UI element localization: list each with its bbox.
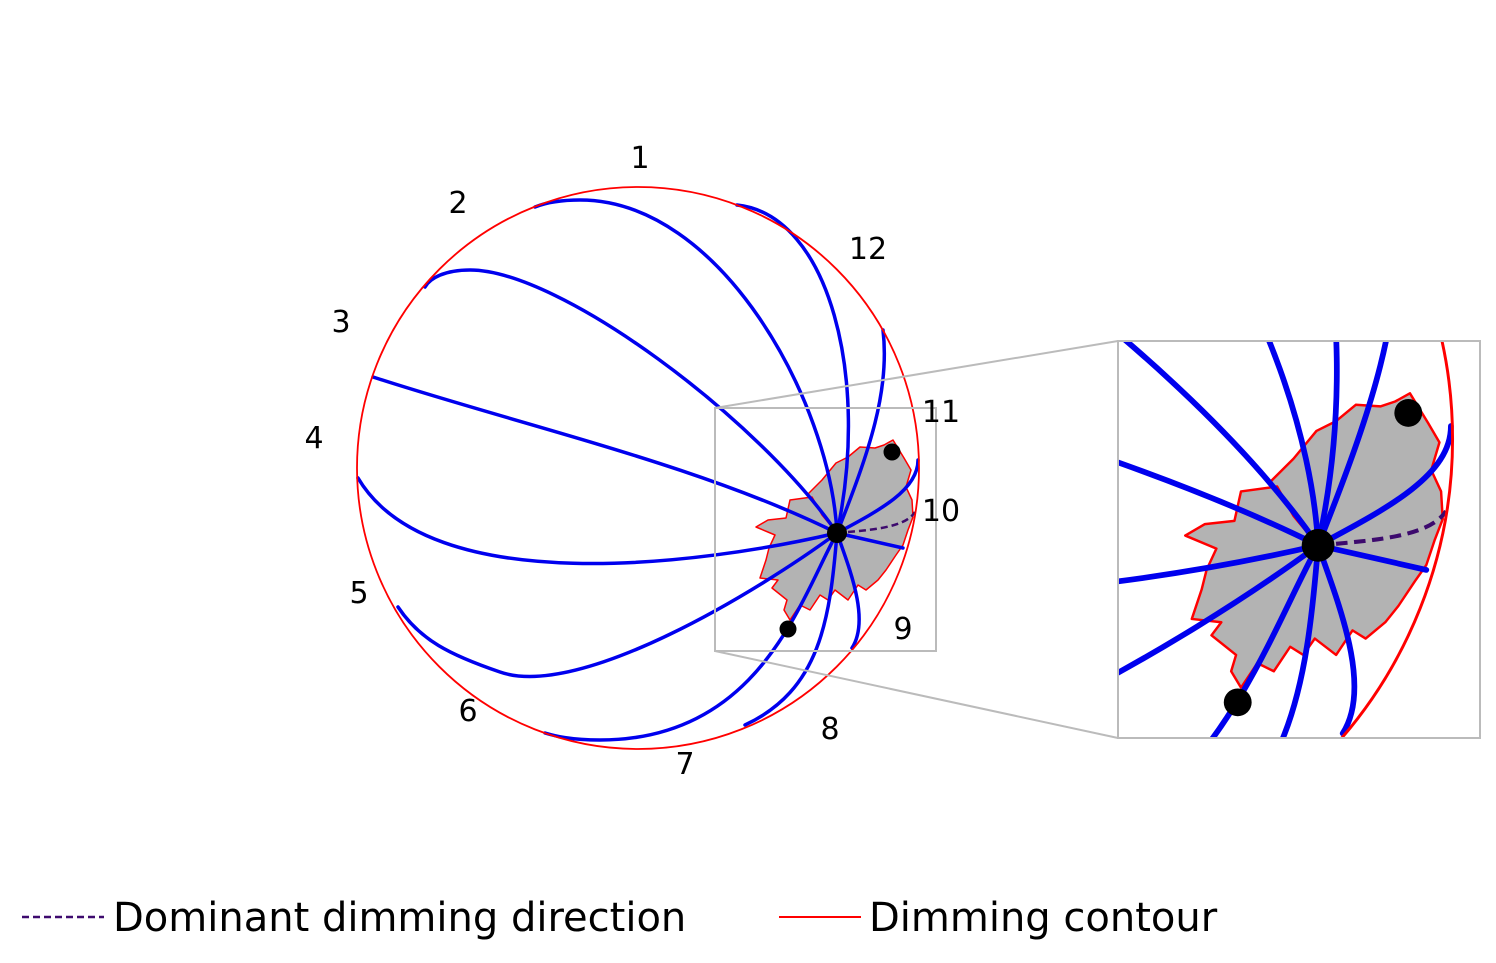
legend: Dominant dimming direction Dimming conto… bbox=[22, 895, 1218, 941]
solar-disk bbox=[355, 185, 921, 751]
sector-labels: 1 2 3 4 5 6 7 8 9 10 11 12 bbox=[304, 141, 960, 782]
sector-label-5: 5 bbox=[349, 576, 368, 611]
inset-zoom bbox=[1118, 341, 1480, 738]
sector-label-11: 11 bbox=[922, 395, 960, 430]
sector-label-8: 8 bbox=[820, 712, 839, 747]
zoom-region-box bbox=[714, 407, 937, 652]
zoom-connector-bottom bbox=[714, 650, 1119, 739]
sector-label-2: 2 bbox=[448, 186, 467, 221]
legend-label-dominant-direction: Dominant dimming direction bbox=[113, 895, 686, 941]
sector-label-10: 10 bbox=[922, 494, 960, 529]
legend-label-contour: Dimming contour bbox=[869, 895, 1218, 941]
sector-label-9: 9 bbox=[893, 612, 912, 647]
sector-label-4: 4 bbox=[304, 421, 323, 456]
sector-label-3: 3 bbox=[331, 305, 350, 340]
inset-frame bbox=[1117, 340, 1481, 739]
sector-label-7: 7 bbox=[675, 747, 694, 782]
sector-label-6: 6 bbox=[458, 694, 477, 729]
sector-label-1: 1 bbox=[630, 141, 649, 176]
sector-label-12: 12 bbox=[849, 232, 887, 267]
zoom-connector-top bbox=[714, 340, 1119, 409]
